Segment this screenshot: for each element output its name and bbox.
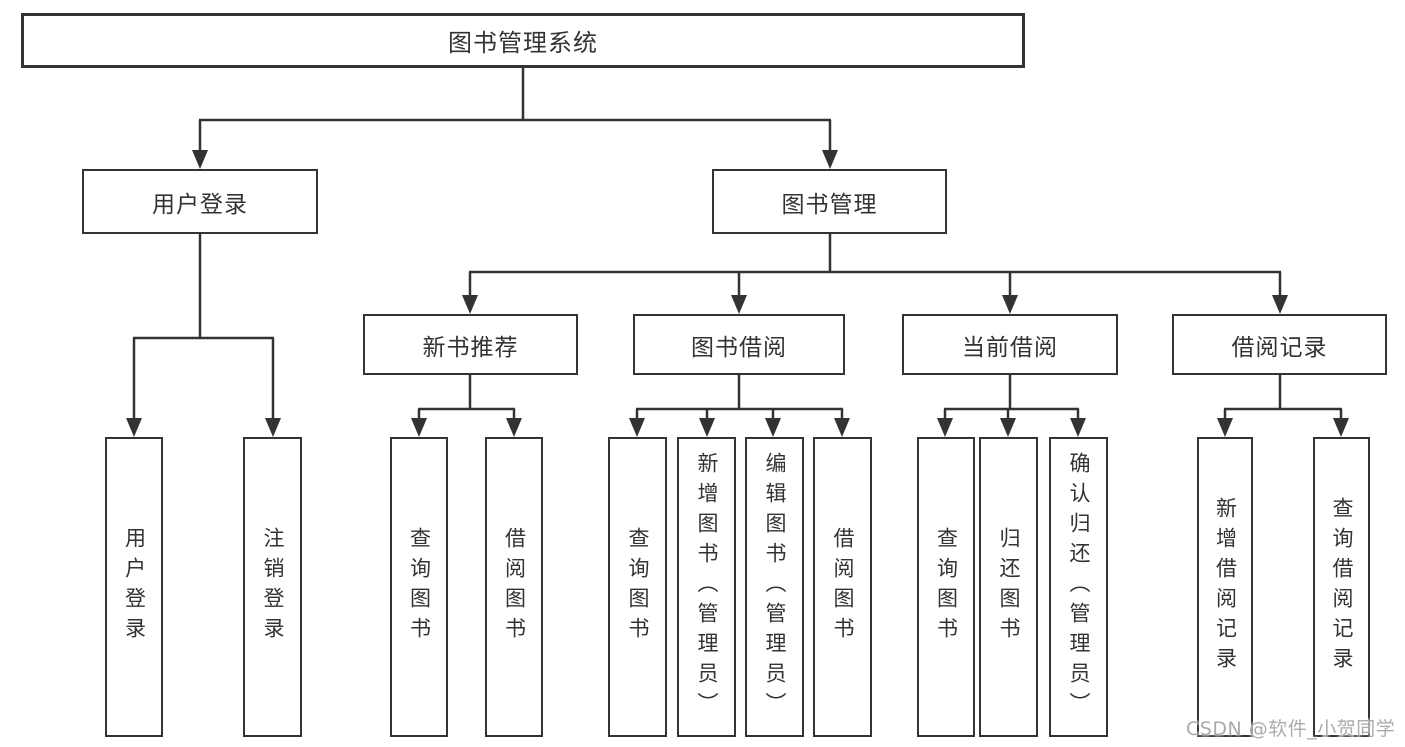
leaf-user-login: 用户登录 [105, 437, 163, 737]
arrowhead-icon [126, 418, 142, 437]
node-library-system: 图书管理系统 [21, 13, 1025, 68]
arrowhead-icon [822, 150, 838, 169]
node-book-management: 图书管理 [712, 169, 947, 234]
arrowhead-icon [1070, 418, 1086, 437]
arrowhead-icon [834, 418, 850, 437]
connector-paths [132, 68, 1343, 421]
node-book-borrowing: 图书借阅 [633, 314, 845, 375]
connector-root-split [198, 68, 832, 152]
leaf-logout: 注销登录 [243, 437, 302, 737]
arrowhead-icon [765, 418, 781, 437]
connector-borrow-record-split [1223, 375, 1343, 421]
leaf-add-borrow-record: 新增借阅记录 [1197, 437, 1253, 737]
connector-new-book-split [417, 375, 516, 421]
arrowhead-icon [699, 418, 715, 437]
arrowhead-icon [629, 418, 645, 437]
node-current-borrowing: 当前借阅 [902, 314, 1118, 375]
leaf-borrow-books-borrowing: 借阅图书 [813, 437, 872, 737]
arrowhead-icon [462, 295, 478, 314]
arrowhead-icon [1002, 295, 1018, 314]
arrowhead-icon [1333, 418, 1349, 437]
leaf-confirm-return-admin: 确认归还（管理员） [1049, 437, 1108, 737]
arrowhead-icon [1217, 418, 1233, 437]
arrowhead-icons [126, 150, 1349, 437]
leaf-query-books-borrowing: 查询图书 [608, 437, 667, 737]
leaf-query-books-recommend: 查询图书 [390, 437, 448, 737]
connector-book-borrow-split [635, 375, 844, 421]
leaf-query-borrow-record: 查询借阅记录 [1313, 437, 1370, 737]
leaf-edit-book-admin: 编辑图书（管理员） [745, 437, 804, 737]
connector-book-mgmt-split [468, 234, 1282, 297]
node-user-login: 用户登录 [82, 169, 318, 234]
leaf-add-book-admin: 新增图书（管理员） [677, 437, 736, 737]
leaf-return-books: 归还图书 [979, 437, 1038, 737]
connector-user-login-split [132, 234, 275, 421]
node-new-book-recommend: 新书推荐 [363, 314, 578, 375]
arrowhead-icon [731, 295, 747, 314]
arrowhead-icon [411, 418, 427, 437]
csdn-watermark: CSDN @软件_小贺同学 [1186, 718, 1396, 740]
arrowhead-icon [1000, 418, 1016, 437]
leaf-query-books-current: 查询图书 [917, 437, 975, 737]
connector-current-borrow-split [943, 375, 1080, 421]
arrowhead-icon [265, 418, 281, 437]
leaf-borrow-books-recommend: 借阅图书 [485, 437, 543, 737]
arrowhead-icon [937, 418, 953, 437]
node-borrowing-records: 借阅记录 [1172, 314, 1387, 375]
arrowhead-icon [1272, 295, 1288, 314]
arrowhead-icon [506, 418, 522, 437]
arrowhead-icon [192, 150, 208, 169]
